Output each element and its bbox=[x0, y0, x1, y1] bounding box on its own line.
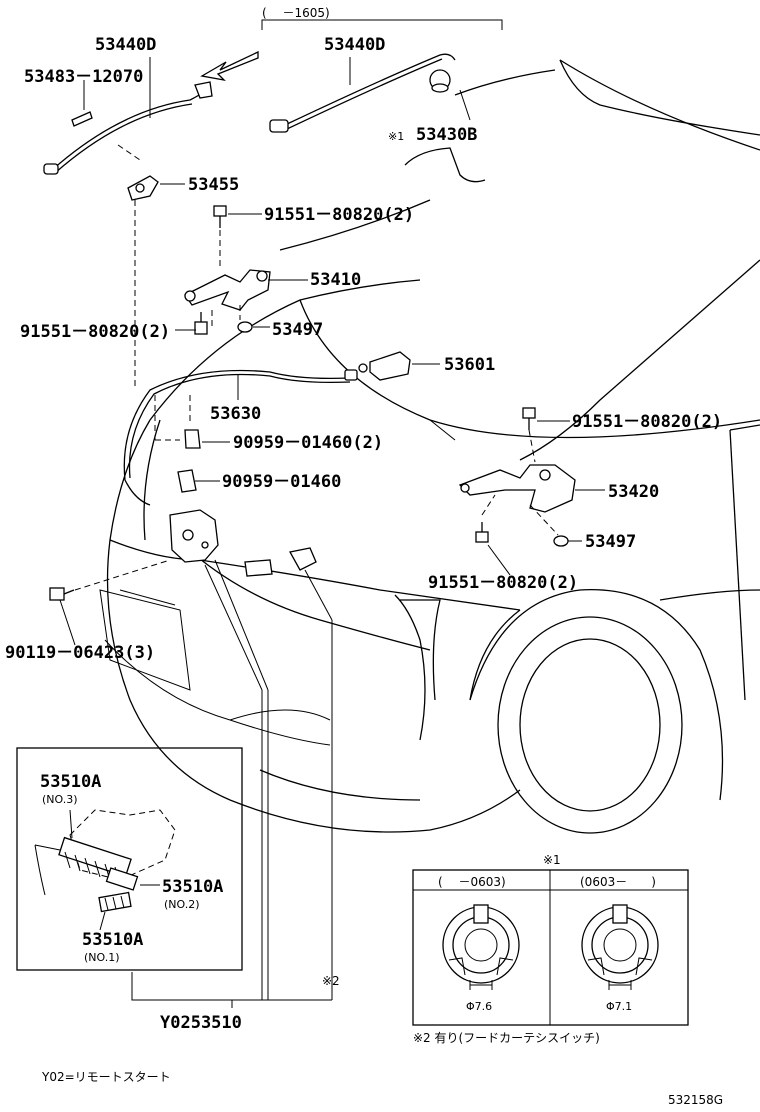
label-91551-a: 91551－80820(2) bbox=[264, 205, 414, 225]
label-col-left: ( －0603) bbox=[438, 875, 506, 889]
cushion-53497-b bbox=[553, 535, 569, 547]
label-53455: 53455 bbox=[188, 175, 239, 195]
label-note2-mark: ※2 bbox=[322, 974, 340, 988]
label-inset-53510a-no3: 53510A bbox=[40, 772, 101, 792]
cable-53630 bbox=[123, 369, 358, 506]
clip-53455 bbox=[127, 175, 159, 201]
vehicle-body-outline bbox=[99, 59, 760, 834]
direction-arrow bbox=[200, 50, 259, 82]
leader-lines bbox=[59, 19, 605, 1008]
hinge-53410 bbox=[184, 269, 271, 311]
label-note1-mark: ※1 bbox=[543, 853, 561, 867]
label-footer-y02: Y02=リモートスタート bbox=[41, 1070, 171, 1084]
label-91551-c: 91551－80820(2) bbox=[572, 412, 722, 432]
label-range-top: ( －1605) bbox=[262, 6, 330, 20]
label-inset-no3: (NO.3) bbox=[42, 793, 78, 806]
label-inset-53510a-no2: 53510A bbox=[162, 877, 223, 897]
label-53497-a: 53497 bbox=[272, 320, 323, 340]
label-note2-text: ※2 有り(フードカーテシスイッチ) bbox=[413, 1031, 600, 1045]
bolt-91551-d bbox=[475, 522, 489, 543]
inset-box-grommet-variants bbox=[412, 869, 689, 1026]
hinge-53420 bbox=[458, 464, 576, 513]
label-53430b-mark: ※1 bbox=[388, 130, 404, 143]
cushion-53497-a bbox=[237, 321, 253, 333]
bolt-91551-b bbox=[194, 312, 208, 335]
label-53430b: 53430B bbox=[416, 125, 477, 145]
label-dia-right: Φ7.1 bbox=[606, 1000, 632, 1013]
label-inset-no1: (NO.1) bbox=[84, 951, 120, 964]
label-90119: 90119－06423(3) bbox=[5, 643, 155, 663]
label-91551-b: 91551－80820(2) bbox=[20, 322, 170, 342]
label-53497-b: 53497 bbox=[585, 532, 636, 552]
switch-53601 bbox=[358, 351, 411, 381]
label-53601: 53601 bbox=[444, 355, 495, 375]
cable-53440d-right bbox=[269, 53, 456, 133]
label-53483: 53483－12070 bbox=[24, 67, 143, 87]
inset-box-53510a bbox=[16, 747, 243, 971]
label-90959-b: 90959－01460 bbox=[222, 472, 341, 492]
label-53630: 53630 bbox=[210, 404, 261, 424]
label-53420: 53420 bbox=[608, 482, 659, 502]
label-91551-d: 91551－80820(2) bbox=[428, 573, 578, 593]
label-y0253510: Y0253510 bbox=[160, 1013, 242, 1033]
dashed-guides bbox=[74, 144, 559, 591]
label-footer-code: 532158G bbox=[668, 1093, 723, 1107]
label-90959-a: 90959－01460(2) bbox=[233, 433, 383, 453]
bolt-91551-c bbox=[522, 407, 536, 430]
bolt-91551-a bbox=[213, 205, 227, 228]
label-53410: 53410 bbox=[310, 270, 361, 290]
label-53440d-right: 53440D bbox=[324, 35, 385, 55]
cable-53440d-left bbox=[43, 81, 213, 175]
bolt-90119 bbox=[49, 587, 75, 601]
hood-lock-assembly bbox=[169, 509, 219, 563]
label-inset-53510a-no1: 53510A bbox=[82, 930, 143, 950]
clamp-90959-a bbox=[184, 429, 201, 449]
label-53440d-left: 53440D bbox=[95, 35, 156, 55]
label-col-right: (0603－ ) bbox=[580, 875, 656, 889]
clamp-90959-b bbox=[177, 469, 197, 493]
label-inset-no2: (NO.2) bbox=[164, 898, 200, 911]
grommet-53430b bbox=[429, 69, 451, 93]
courtesy-switch-connector bbox=[244, 547, 317, 577]
label-dia-left: Φ7.6 bbox=[466, 1000, 492, 1013]
part-labels: ( －1605) 53440D 53440D 53483－12070 ※1 53… bbox=[5, 6, 723, 1107]
